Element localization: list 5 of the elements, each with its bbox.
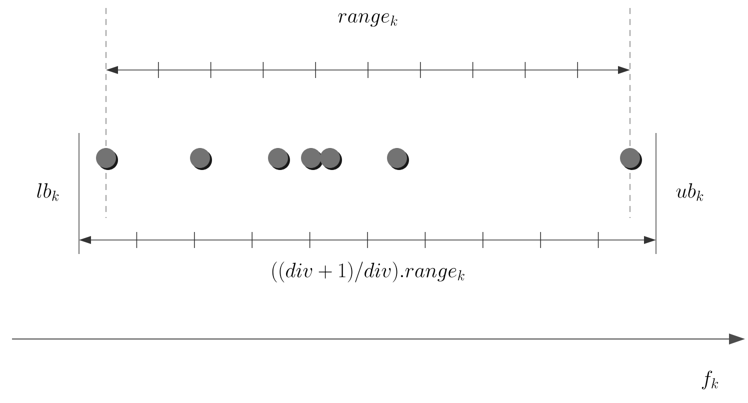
dimension-label: $range_k$ [338, 13, 398, 27]
dimension-label: $((div+1)/div).range_k$ [272, 262, 464, 282]
bound-label: $ub_k$ [676, 183, 704, 201]
axis-label: $f_k$ [702, 370, 718, 390]
bound-label: $lb_k$ [37, 183, 59, 201]
